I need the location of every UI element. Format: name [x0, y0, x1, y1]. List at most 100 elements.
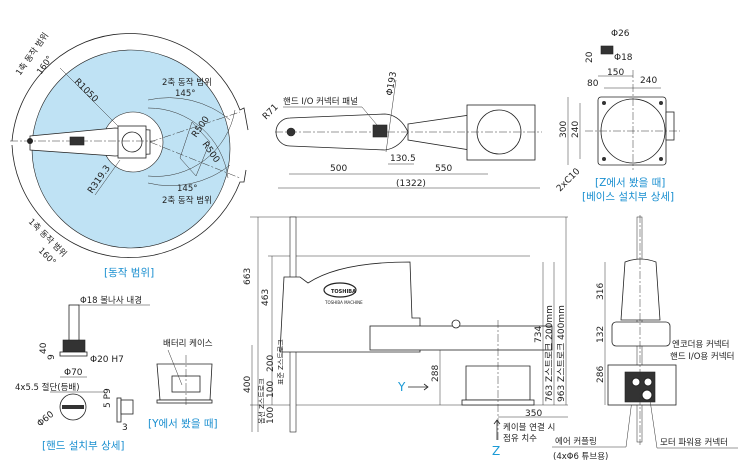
- hand-mount-detail: Φ18 볼나사 내경 40 9 Φ20 H7 Φ70 4x5.5 절단(등배) …: [15, 295, 150, 452]
- hand-detail-caption: [핸드 설치부 상세]: [42, 440, 125, 452]
- mount-hole: [659, 101, 663, 105]
- phi70-label: Φ70: [64, 368, 83, 378]
- dim-550: 550: [435, 164, 452, 174]
- arm2-front: [620, 258, 661, 321]
- air-coupling-spec: (4xΦ6 튜브용): [553, 452, 608, 462]
- flange-detail: [62, 339, 86, 353]
- shaft-detail: [68, 304, 80, 344]
- phi193-label: Φ193: [385, 71, 399, 97]
- dim-240-h: 240: [640, 76, 657, 86]
- axis2-angle-bottom: 145°: [177, 184, 197, 194]
- dim-1322: (1322): [396, 179, 426, 189]
- logo-ellipse: [323, 282, 357, 298]
- dim-130-5: 130.5: [390, 154, 416, 164]
- dim-288: 288: [431, 365, 441, 382]
- hand-io-panel-label: 핸드 I/O 커넥터 패널: [283, 96, 358, 107]
- hand-io-connector-label: 핸드 I/O용 커넥터: [670, 351, 734, 362]
- dim-80: 80: [587, 79, 599, 89]
- z-arrow-head: [493, 419, 501, 425]
- battery-case-label: 배터리 케이스: [163, 338, 213, 349]
- dim-20: 20: [585, 51, 595, 63]
- logo: TOSHIBA: [331, 289, 356, 295]
- r71-label: R71: [261, 103, 281, 123]
- keyway-block: [120, 399, 134, 415]
- air-coupling-label: 에어 커플링: [555, 436, 597, 447]
- dim-463: 463: [261, 289, 271, 306]
- cable-label-1: 케이블 연결 시: [503, 422, 555, 433]
- cable-label-2: 점유 치수: [503, 433, 537, 444]
- motor-power-connector-label: 모터 파워용 커넥터: [660, 437, 728, 448]
- dim-350: 350: [525, 409, 542, 419]
- dim-132: 132: [596, 326, 606, 343]
- y-view-caption: [Y에서 봤을 때]: [148, 418, 218, 430]
- dim-316: 316: [596, 283, 606, 300]
- chamfer-label: 2xC10: [555, 166, 583, 194]
- axis1-range-arc-top: [11, 33, 249, 142]
- arm-top-view: 핸드 I/O 커넥터 패널 Φ193 R71 130.5 500 550 (13…: [261, 71, 542, 189]
- ballscrew-label: Φ18 볼나사 내경: [80, 295, 142, 306]
- r500-construction: [179, 121, 211, 177]
- dim-286: 286: [596, 366, 606, 383]
- mount-hole: [602, 157, 606, 161]
- axis2-line-2: [149, 141, 241, 179]
- r319-leader: [94, 159, 121, 196]
- base-detail-view: Φ26 Φ18 20 150 80 240 300 240 2xC10 [Z에서…: [555, 29, 680, 203]
- hand-io-panel: [372, 124, 388, 138]
- cut-label: 4x5.5 절단(등배): [15, 382, 80, 393]
- stroke-200-label: 763 Z스트로크 200mm: [544, 305, 555, 402]
- base-y-foot: [156, 399, 213, 404]
- mount-hole: [659, 157, 663, 161]
- opt-stroke-label: 옵션 Z스트로크: [257, 378, 266, 424]
- encoder-connector: [631, 377, 641, 387]
- phi193-leader: [385, 79, 397, 153]
- phi60-label: Φ60: [36, 410, 57, 430]
- y-view-arrow-label: Y: [397, 380, 406, 394]
- mount-hole: [602, 101, 606, 105]
- pin-detail: [600, 45, 614, 55]
- panel-leader: [361, 106, 378, 126]
- dim-734: 734: [534, 326, 544, 343]
- key-slot: [62, 405, 84, 409]
- axis2-arc-3: [147, 97, 231, 121]
- keyway-plate: [116, 397, 122, 423]
- front-view: 316 132 286 엔코더용 커넥터 핸드 I/O용 커넥터 모터 파워용 …: [596, 215, 738, 449]
- arm1-side: [369, 325, 553, 351]
- joint2-circle: [121, 131, 143, 153]
- axis2-arc-2: [147, 109, 236, 177]
- eye-bolt: [451, 319, 461, 329]
- dim-100-a: 100: [266, 381, 276, 398]
- dim-200: 200: [266, 355, 276, 372]
- phi26-label: Φ26: [611, 29, 630, 39]
- battery-view: 배터리 케이스 [Y에서 봤을 때]: [148, 338, 218, 430]
- z-view-caption: [Z에서 봤을 때]: [595, 177, 665, 189]
- arm1-outline: [407, 114, 471, 151]
- dim-500: 500: [330, 164, 347, 174]
- dim-300: 300: [559, 121, 569, 138]
- phi18-label: Φ18: [614, 53, 633, 63]
- arm1-front: [611, 321, 671, 347]
- r1050-leader: [59, 67, 121, 129]
- dim-3: 3: [122, 423, 128, 433]
- axis1-range-arc-bottom: [11, 144, 247, 259]
- phi20-label: Φ20 H7: [90, 355, 124, 365]
- axis2-line-1: [149, 111, 241, 143]
- dim-400: 400: [243, 376, 253, 393]
- base-detail-caption: [베이스 설치부 상세]: [582, 191, 674, 203]
- battery-leader: [167, 349, 183, 386]
- dim-150: 150: [607, 68, 624, 78]
- y-arrow-head: [423, 383, 429, 391]
- hand-io-connector: [643, 377, 653, 387]
- encoder-connector-label: 엔코더용 커넥터: [672, 339, 729, 350]
- working-range-view: 1축 동작 범위 160° 160° 1축 동작 범위 2축 동작 범위 145…: [10, 31, 249, 279]
- motor-leader: [649, 399, 658, 449]
- dim-240-v: 240: [571, 121, 581, 138]
- keyway-p9-label: 5 P9: [103, 388, 113, 408]
- dim-663: 663: [243, 268, 253, 285]
- axis1-angle-top: 160°: [35, 54, 55, 77]
- dim-100-b: 100: [266, 407, 276, 424]
- working-range-caption: [동작 범위]: [104, 266, 154, 279]
- axis2-range-label-top: 2축 동작 범위: [162, 77, 212, 88]
- axis2-arc-4: [147, 164, 231, 187]
- logo-sub: TOSHIBA MACHINE: [324, 300, 363, 305]
